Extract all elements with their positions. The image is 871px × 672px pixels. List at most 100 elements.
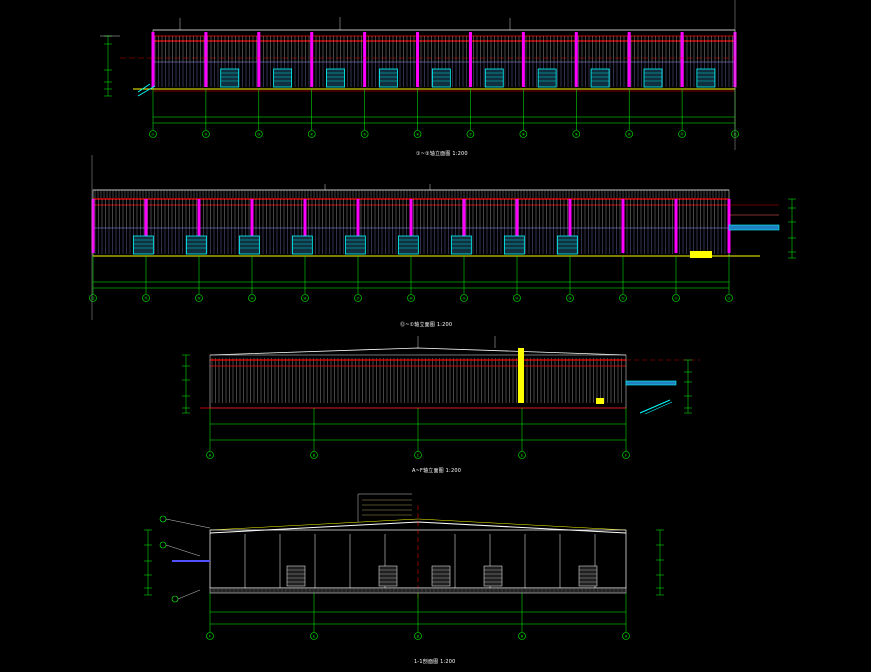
front-elevation-title: ①~②轴立面图 1:200 <box>416 151 468 157</box>
column <box>257 32 261 87</box>
roller-door <box>556 235 578 255</box>
grid-label: ③ <box>568 297 571 301</box>
leader <box>165 544 201 557</box>
column <box>144 199 148 253</box>
roller-door <box>431 68 451 88</box>
grid-label: D <box>417 635 420 639</box>
grid-label: ⑪ <box>680 132 684 137</box>
leader <box>165 518 211 529</box>
grid-bubble <box>414 632 422 640</box>
side-wall-outline <box>209 354 627 409</box>
yellow-block <box>690 251 712 258</box>
column <box>409 199 413 253</box>
yellow-column <box>518 348 524 403</box>
grid-label: ④ <box>310 133 313 137</box>
grid-label: ① <box>151 133 154 137</box>
grid-bubble <box>89 294 97 302</box>
grid-bubble <box>255 130 263 138</box>
grid-bubble <box>625 130 633 138</box>
section-roof-yellow <box>209 518 627 531</box>
column <box>250 199 254 253</box>
grid-bubble <box>672 294 680 302</box>
column <box>356 199 360 253</box>
column <box>462 199 466 253</box>
roller-door <box>326 68 345 88</box>
grid-label: ⑥ <box>416 133 420 137</box>
grid-bubble <box>572 130 581 138</box>
roller-door <box>696 68 716 88</box>
grid-label: ⑫ <box>91 296 95 301</box>
grid-bubble <box>414 451 422 459</box>
grid-bubble <box>354 294 362 302</box>
grid-label: C <box>417 454 420 458</box>
roller-door <box>590 68 610 88</box>
roller-door <box>450 235 472 255</box>
grid-bubble <box>149 130 157 138</box>
section-door <box>483 565 503 587</box>
grid-label: B <box>521 635 524 639</box>
grid-label: A <box>625 635 628 639</box>
grid-label: ⑨ <box>575 133 578 137</box>
grid-label: F <box>209 635 211 639</box>
back-elevation-title: ⑫~①轴立面图 1:200 <box>400 322 453 328</box>
grid-bubble <box>360 130 369 138</box>
column <box>151 32 155 87</box>
grid-label: A <box>209 454 212 458</box>
roller-door <box>185 235 207 255</box>
column <box>680 32 684 87</box>
grid-bubble <box>460 294 468 302</box>
grid-label: ① <box>674 297 677 301</box>
column <box>674 199 678 253</box>
column <box>574 32 578 87</box>
stair <box>644 401 673 415</box>
grid-bubble <box>310 632 318 640</box>
side-elevation-title: A~F轴立面图 1:200 <box>412 468 462 474</box>
ramp <box>137 83 151 93</box>
yellow-marker <box>596 398 604 404</box>
column <box>621 199 625 253</box>
grid-bubble <box>622 451 630 459</box>
column <box>363 32 367 87</box>
grid-label: ① <box>727 297 730 301</box>
detail-bubble <box>159 541 167 549</box>
detail-bubble <box>159 515 167 523</box>
section-title: 1-1剖面图 1:200 <box>414 659 456 665</box>
grid-bubble <box>206 451 214 459</box>
grid-label: ⑩ <box>628 133 631 137</box>
grid-label: ② <box>204 133 207 137</box>
gable-roof <box>209 347 627 356</box>
column <box>627 32 631 87</box>
grid-bubble <box>407 294 415 302</box>
column <box>468 32 472 87</box>
column <box>568 199 572 253</box>
grid-label: ⑨ <box>250 297 253 301</box>
grid-bubble <box>307 130 316 138</box>
grid-bubble <box>619 294 627 302</box>
section-door <box>431 565 451 587</box>
grid-label: ⑧ <box>522 133 526 137</box>
grid-label: ⑤ <box>462 297 465 301</box>
grid-bubble <box>310 451 318 459</box>
grid-bubble <box>301 294 309 302</box>
roller-door <box>379 68 398 88</box>
roller-door <box>132 235 154 255</box>
grid-label: ③ <box>257 133 260 137</box>
canopy <box>728 224 780 231</box>
section-door <box>286 565 306 587</box>
canopy <box>625 380 677 386</box>
roller-door <box>273 68 293 88</box>
grid-label: ⑦ <box>469 133 472 137</box>
column <box>521 32 525 87</box>
grid-label: F <box>625 454 627 458</box>
grid-bubble <box>678 130 686 138</box>
roller-door <box>397 235 419 255</box>
grid-label: ④ <box>515 297 518 301</box>
roller-door <box>220 68 240 88</box>
ramp <box>137 85 156 97</box>
roller-door <box>503 235 525 255</box>
grid-label: ② <box>621 297 624 301</box>
roller-door <box>537 68 557 88</box>
grid-bubble <box>725 294 733 302</box>
column <box>416 32 420 87</box>
grid-bubble <box>466 130 475 138</box>
